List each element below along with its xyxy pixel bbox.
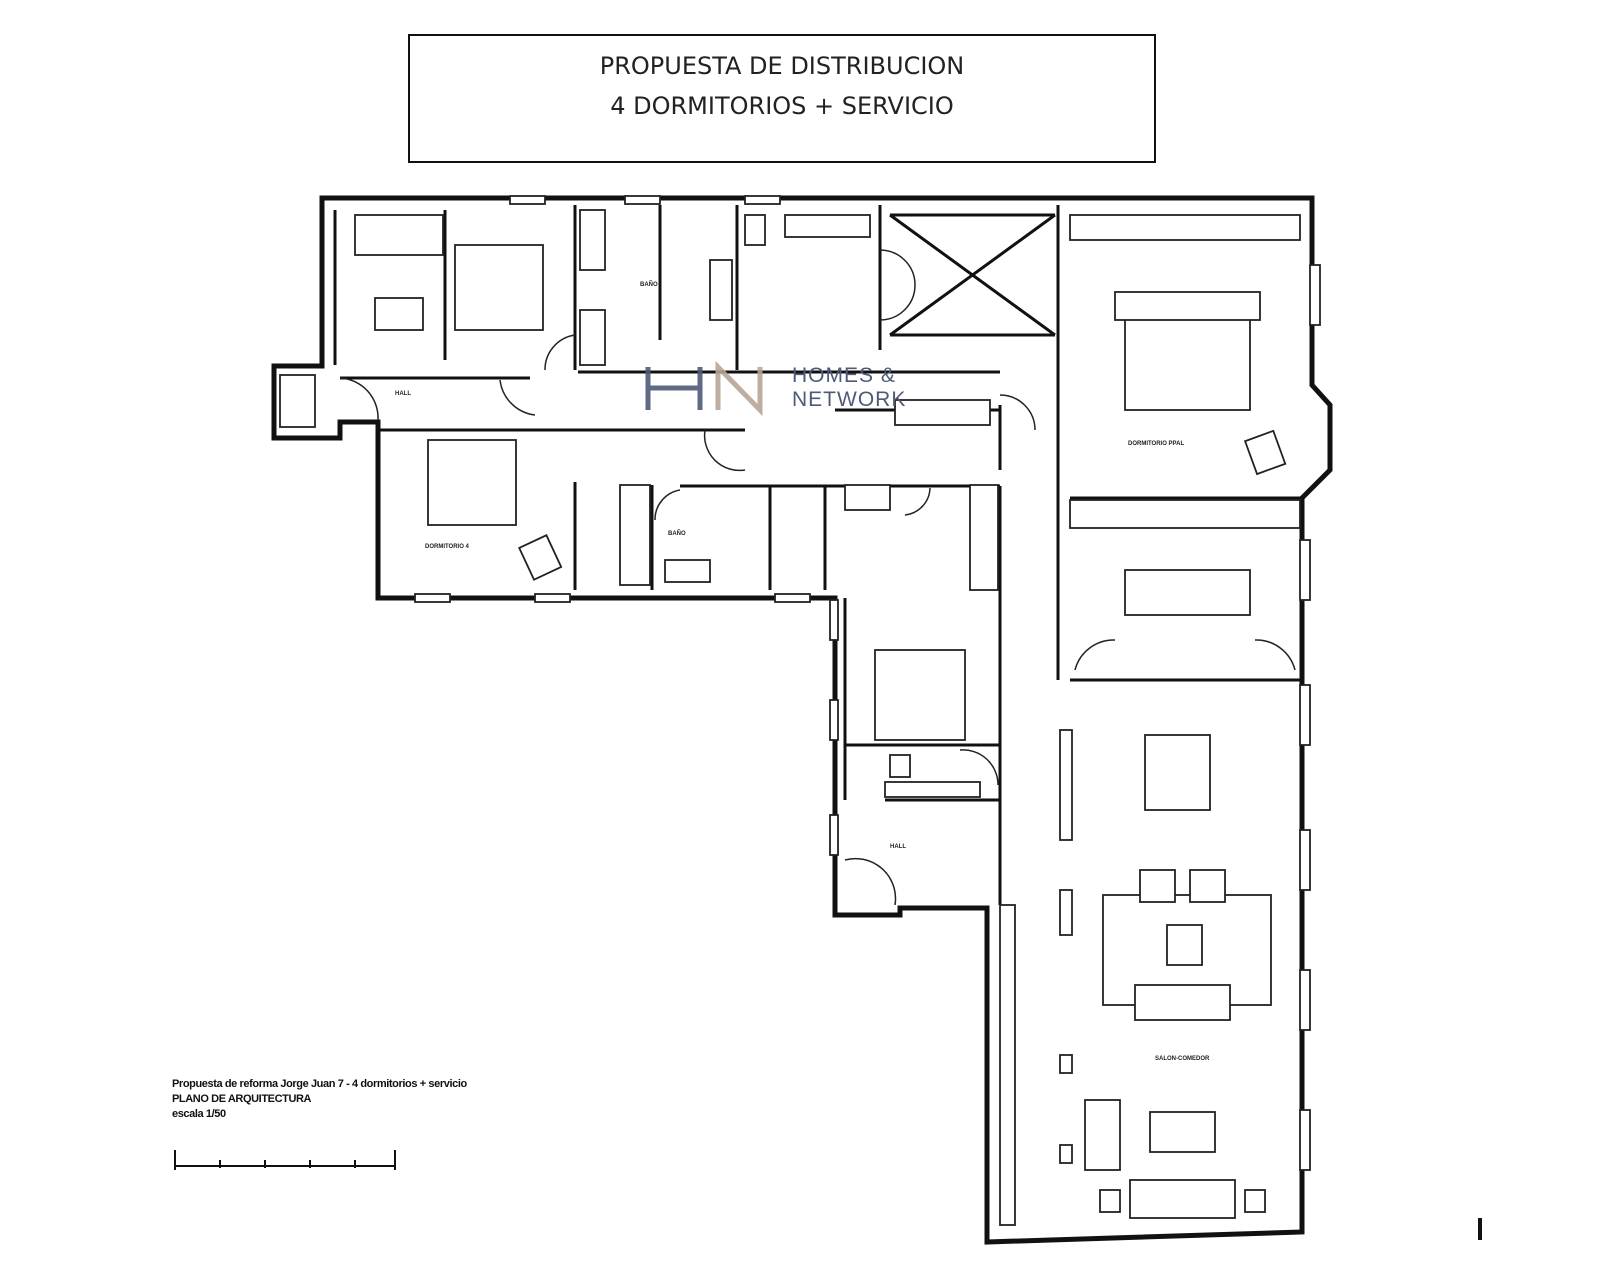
bed: [874, 649, 966, 741]
bed: [454, 244, 544, 331]
watermark-text: HOMES & NETWORK: [792, 364, 906, 412]
dining-table: [1144, 734, 1211, 811]
outer-wall: [271, 195, 1333, 1245]
label-living: SALON-COMEDOR: [1155, 1056, 1210, 1062]
plan-title-box: PROPUESTA DE DISTRIBUCION 4 DORMITORIOS …: [408, 34, 1156, 163]
scale-bar: [174, 1150, 396, 1170]
label-bedroom-4: DORMITORIO 4: [425, 544, 470, 550]
edge-mark: [1478, 1218, 1482, 1240]
label-bath-1: BAÑO: [640, 281, 658, 288]
windows: [414, 195, 1321, 1171]
hn-logo: [645, 360, 763, 417]
label-bath-2: BAÑO: [668, 530, 686, 537]
label-hall-2: HALL: [890, 844, 906, 850]
title-line-2: 4 DORMITORIOS + SERVICIO: [610, 92, 954, 120]
label-main-bedroom: DORMITORIO PPAL: [1128, 441, 1184, 447]
title-line-1: PROPUESTA DE DISTRIBUCION: [599, 52, 965, 80]
furniture: [279, 209, 1301, 1226]
legend-line-1: Propuesta de reforma Jorge Juan 7 - 4 do…: [172, 1078, 467, 1090]
plan-legend: Propuesta de reforma Jorge Juan 7 - 4 do…: [172, 1077, 467, 1122]
doors: [339, 249, 1296, 906]
watermark-line-1: HOMES &: [792, 364, 896, 387]
legend-line-3: escala 1/50: [172, 1108, 226, 1120]
label-hall: HALL: [395, 391, 411, 397]
bed: [427, 439, 517, 526]
watermark-line-2: NETWORK: [792, 388, 907, 411]
interior-walls: [333, 205, 1300, 905]
legend-line-2: PLANO DE ARQUITECTURA: [172, 1093, 312, 1105]
